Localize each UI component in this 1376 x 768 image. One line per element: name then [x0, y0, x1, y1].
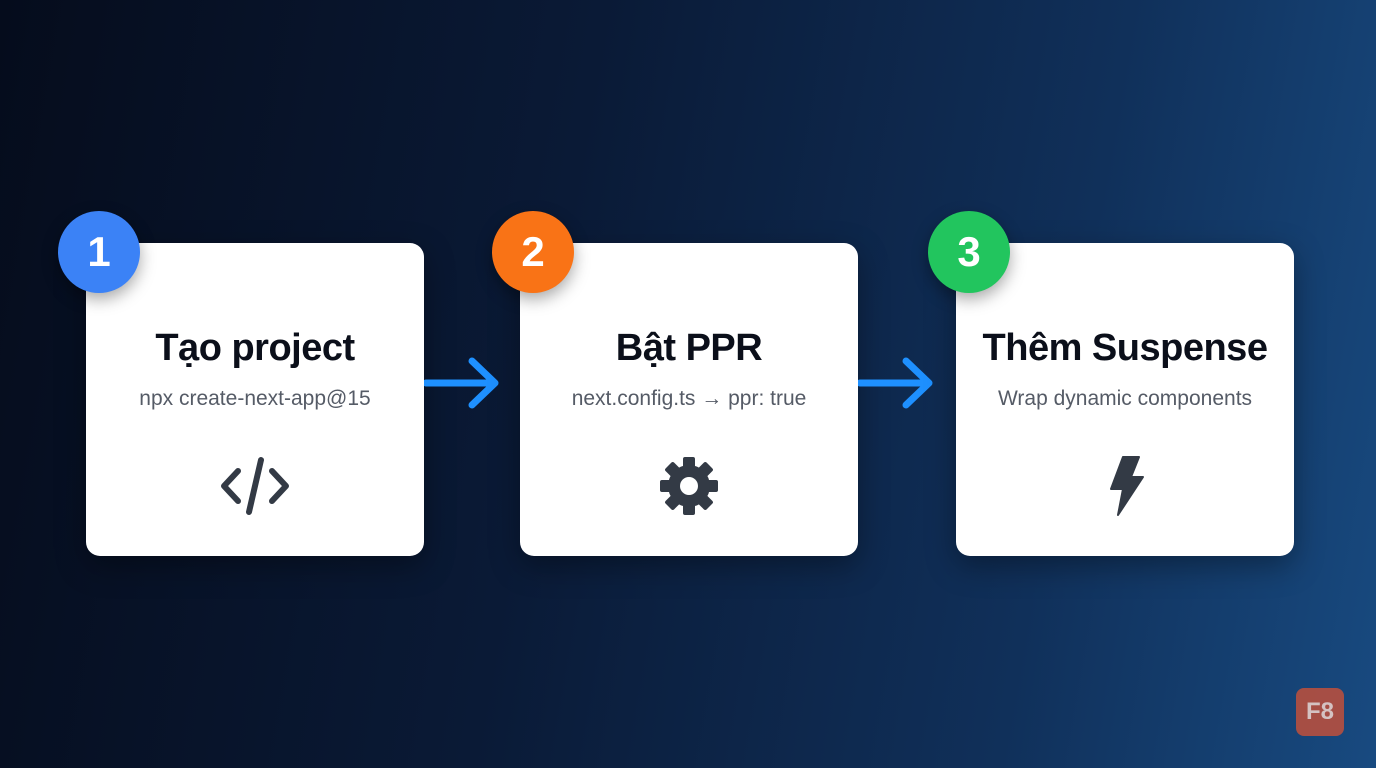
step-card: Bật PPR next.config.ts → ppr: true [520, 243, 858, 556]
step-title: Thêm Suspense [982, 327, 1268, 369]
step-3: Thêm Suspense Wrap dynamic components 3 [928, 211, 1294, 556]
step-number-badge: 2 [492, 211, 574, 293]
step-card: Thêm Suspense Wrap dynamic components [956, 243, 1294, 556]
step-card: Tạo project npx create-next-app@15 [86, 243, 424, 556]
step-subtitle: next.config.ts → ppr: true [571, 387, 807, 410]
step-title: Bật PPR [615, 327, 763, 369]
step-number-badge: 3 [928, 211, 1010, 293]
step-number-badge: 1 [58, 211, 140, 293]
step-1: Tạo project npx create-next-app@15 1 [58, 211, 424, 556]
step-title: Tạo project [155, 327, 355, 369]
lightning-icon [1110, 456, 1144, 516]
step-2: Bật PPR next.config.ts → ppr: true 2 [492, 211, 858, 556]
step-subtitle: Wrap dynamic components [997, 387, 1253, 410]
f8-logo: F8 [1296, 688, 1344, 736]
step-subtitle: npx create-next-app@15 [139, 387, 371, 410]
arrow-right-icon [858, 357, 933, 409]
arrow-right-icon [424, 357, 499, 409]
code-icon [221, 457, 289, 515]
gear-icon [660, 457, 718, 515]
